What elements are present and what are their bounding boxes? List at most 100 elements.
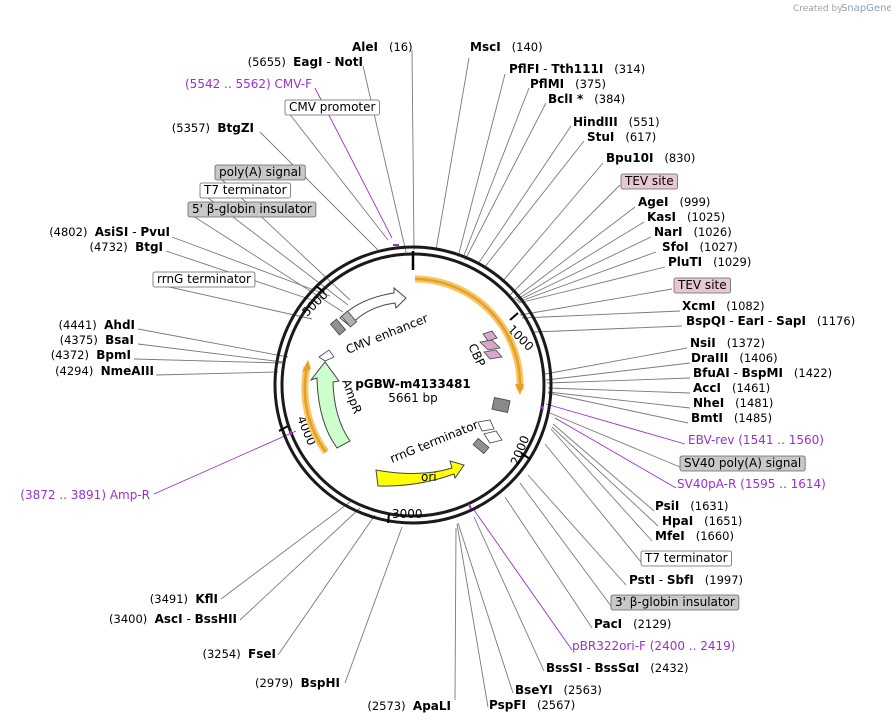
- enzyme-separator: -: [128, 225, 140, 239]
- left-label-16: (3400) AscI - BssHII: [109, 612, 237, 626]
- primer-position: (3872 .. 3891): [20, 488, 110, 502]
- primer-position: (1595 .. 1614): [740, 477, 826, 491]
- enzyme-name: NsiI: [690, 336, 716, 350]
- enzyme-position: (1485): [723, 411, 772, 425]
- enzyme-position: (2563): [553, 683, 602, 697]
- enzyme-name: BpmI: [96, 348, 131, 362]
- enzyme-position: (1422): [783, 366, 832, 380]
- enzyme-separator: -: [726, 314, 738, 328]
- plasmid-title: pGBW-m4133481 5661 bp: [355, 377, 471, 405]
- enzyme-name: HpaI: [662, 514, 693, 528]
- enzyme-label-eagi: (5655) EagI - NotI: [248, 55, 363, 69]
- enzyme-name: NmeAIII: [101, 364, 154, 378]
- enzyme-position: (1082): [715, 299, 764, 313]
- enzyme-position: (16): [378, 40, 413, 54]
- enzyme-position: (1631): [679, 499, 728, 513]
- left-label-0: (5655) EagI - NotI: [248, 55, 363, 69]
- enzyme-label-asisi: (4802) AsiSI - PvuI: [49, 225, 170, 239]
- enzyme-name: BsaI: [105, 333, 134, 347]
- enzyme-label-pluti: PluTI (1029): [668, 255, 751, 269]
- right-label-22: BmtI (1485): [691, 411, 772, 425]
- enzyme-name: BfuAI: [693, 366, 730, 380]
- enzyme-name: EagI: [293, 55, 322, 69]
- enzyme-label-btgzi: (5357) BtgZI: [172, 121, 254, 135]
- enzyme-position: (5655): [248, 55, 294, 69]
- ring-features: [290, 244, 544, 510]
- enzyme-label-bpmi: (4372) BpmI: [51, 348, 131, 362]
- enzyme-name: BssHII: [195, 612, 237, 626]
- enzyme-label-psti: PstI - SbfI (1997): [629, 573, 743, 587]
- right-label-32: PacI (2129): [594, 617, 671, 631]
- enzyme-position: (384): [583, 92, 625, 106]
- enzyme-name: StuI: [587, 130, 614, 144]
- enzyme-name: Bpu10I: [606, 151, 653, 165]
- right-label-24: SV40 poly(A) signal: [679, 455, 806, 472]
- enzyme-label-pflmi: PflMI (375): [530, 77, 606, 91]
- right-label-7: Bpu10I (830): [606, 151, 695, 165]
- enzyme-position: (617): [614, 130, 656, 144]
- backbone: [273, 245, 553, 525]
- right-label-10: KasI (1025): [647, 210, 725, 224]
- enzyme-name: NotI: [335, 55, 364, 69]
- feature-box: [187, 201, 317, 218]
- left-label-12: (4372) BpmI: [51, 348, 131, 362]
- enzyme-separator: -: [764, 314, 776, 328]
- enzyme-position: (1406): [728, 351, 777, 365]
- enzyme-label-pspfi: PspFI (2567): [489, 698, 575, 712]
- enzyme-position: (314): [603, 62, 645, 76]
- right-label-23: EBV-rev (1541 .. 1560): [688, 433, 824, 447]
- enzyme-name: MscI: [470, 40, 501, 54]
- primer-name: Amp-R: [110, 488, 150, 502]
- enzyme-label-acci: AccI (1461): [693, 381, 770, 395]
- left-label-14: (3872 .. 3891) Amp-R: [20, 488, 150, 502]
- enzyme-position: (2567): [526, 698, 575, 712]
- enzyme-name: BclI *: [548, 92, 584, 106]
- right-label-8: TEV site: [620, 173, 679, 190]
- left-labels: (5655) EagI - NotI(5542 .. 5562) CMV-FCM…: [20, 55, 451, 713]
- enzyme-name: BspQI: [686, 314, 726, 328]
- enzyme-label-hpai: HpaI (1651): [662, 514, 742, 528]
- enzyme-label-mfei: MfeI (1660): [655, 529, 734, 543]
- feature-box-label: TEV site: [677, 278, 727, 292]
- enzyme-label-bcli: BclI * (384): [548, 92, 625, 106]
- enzyme-position: (2432): [639, 661, 688, 675]
- enzyme-name: NarI: [654, 225, 683, 239]
- enzyme-label-draiii: DraIII (1406): [691, 351, 778, 365]
- tick-3000: 3000: [392, 507, 423, 521]
- enzyme-label-kfli: (3491) KflI: [150, 592, 218, 606]
- plasmid-length: 5661 bp: [388, 391, 438, 405]
- right-label-19: BfuAI - BspMI (1422): [693, 366, 832, 380]
- enzyme-name: PsiI: [655, 499, 679, 513]
- enzyme-name: BseYI: [515, 683, 553, 697]
- enzyme-position: (1481): [724, 396, 773, 410]
- enzyme-position: (830): [653, 151, 695, 165]
- enzyme-name: PflMI: [530, 77, 564, 91]
- enzyme-name: KasI: [647, 210, 676, 224]
- right-label-5: HindIII (551): [573, 115, 660, 129]
- enzyme-position: (4375): [60, 333, 106, 347]
- enzyme-name: SfoI: [662, 240, 689, 254]
- feature-box: [673, 277, 732, 294]
- enzyme-label-paci: PacI (2129): [594, 617, 671, 631]
- feature-box: [679, 455, 806, 472]
- feature-box-label: SV40 poly(A) signal: [684, 456, 801, 470]
- enzyme-position: (4732): [90, 240, 136, 254]
- enzyme-label-bsai: (4375) BsaI: [60, 333, 134, 347]
- right-label-15: XcmI (1082): [682, 299, 765, 313]
- enzyme-name: AccI: [693, 381, 721, 395]
- enzyme-name: EarI: [738, 314, 765, 328]
- feature-box: [199, 182, 291, 199]
- enzyme-position: (4294): [55, 364, 101, 378]
- enzyme-name: AscI: [155, 612, 183, 626]
- left-label-1: (5542 .. 5562) CMV-F: [185, 77, 312, 91]
- left-label-19: (2573) ApaLI: [367, 699, 451, 713]
- right-label-9: AgeI (999): [638, 195, 710, 209]
- feature-box-label: rrnG terminator: [157, 272, 251, 286]
- enzyme-position: (999): [668, 195, 710, 209]
- right-label-36: PspFI (2567): [489, 698, 575, 712]
- left-label-7: (4802) AsiSI - PvuI: [49, 225, 170, 239]
- enzyme-name: SbfI: [667, 573, 694, 587]
- enzyme-label-kasi: KasI (1025): [647, 210, 725, 224]
- ori-label: ori: [421, 470, 437, 484]
- enzyme-name: BssSαI: [595, 661, 640, 675]
